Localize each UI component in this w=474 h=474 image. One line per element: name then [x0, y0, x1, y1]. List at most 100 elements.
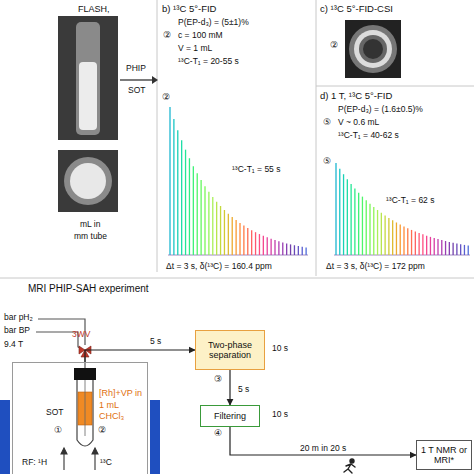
- fid-peak: [430, 237, 431, 255]
- fid-peak: [377, 210, 378, 255]
- edge-label: 5 s: [150, 337, 161, 347]
- fid-peak: [335, 163, 336, 255]
- annotation-label: SOT: [46, 408, 63, 418]
- fid-peak: [267, 237, 268, 255]
- runner-body: [344, 464, 355, 473]
- fid-peak: [212, 197, 213, 255]
- annotation-label: mL in: [80, 220, 100, 230]
- runner-head: [350, 459, 354, 463]
- csi-image: [345, 20, 401, 78]
- fid-peak: [403, 226, 404, 255]
- fid-peak: [339, 169, 340, 255]
- annotation-label: ④: [214, 428, 222, 438]
- image-background: [58, 16, 118, 140]
- flow-arrow: [230, 427, 416, 455]
- fid-peak: [366, 200, 367, 255]
- annotation-label: PHIP: [126, 64, 146, 74]
- annotation-label: mm tube: [74, 232, 107, 242]
- edge-label: 5 s: [238, 385, 249, 395]
- fid-peak: [388, 218, 389, 255]
- annotation-label: ③: [214, 374, 222, 384]
- tube-signal: [64, 157, 112, 205]
- annotation-label: 9.4 T: [4, 340, 23, 350]
- divider: [0, 278, 474, 279]
- annotation-label: V ~ 0.6 mL: [338, 118, 379, 128]
- fid-peak: [286, 243, 287, 255]
- arrow-line: [120, 79, 152, 80]
- tube-signal: [76, 22, 100, 135]
- fid-peak: [384, 215, 385, 255]
- annotation-label: SOT: [128, 86, 145, 96]
- ring-center: [363, 39, 383, 59]
- annotation-label: ②: [163, 30, 171, 40]
- fid-peak: [350, 184, 351, 255]
- annotation-label: ¹³C-T₁ = 62 s: [386, 196, 434, 206]
- rf-arrow-head: [61, 448, 67, 454]
- annotation-label: ¹³C-T₁ = 20-55 s: [178, 57, 239, 67]
- annotation-label: ②: [162, 92, 170, 102]
- tube-cap: [74, 368, 96, 380]
- annotation-label: ②: [98, 425, 106, 435]
- fid-peak: [373, 207, 374, 255]
- ring-outer: [349, 25, 397, 73]
- rf-arrow: [63, 452, 64, 470]
- runner-icon: [344, 459, 355, 473]
- liquid-signal: [70, 163, 106, 199]
- fid-peak: [358, 193, 359, 255]
- fid-peak: [185, 150, 186, 255]
- fid-peak: [169, 107, 170, 255]
- fid-peak: [204, 186, 205, 255]
- fid-peak: [282, 242, 283, 255]
- fid-peak: [235, 220, 236, 255]
- fid-peak: [255, 232, 256, 255]
- fid-peak: [392, 220, 393, 255]
- annotation-label: Δt = 3 s, δ(¹³C) = 160.4 ppm: [166, 262, 272, 272]
- fid-peak: [302, 247, 303, 255]
- fid-peak: [411, 230, 412, 255]
- fid-peak: [422, 234, 423, 255]
- fid-peak: [354, 189, 355, 255]
- image-background: [58, 150, 118, 212]
- fid-peak: [216, 202, 217, 255]
- annotation-label: ⑤: [323, 156, 331, 166]
- rf-arrows: [61, 448, 98, 470]
- fid-peak: [441, 240, 442, 255]
- annotation-label: V = 1 mL: [178, 44, 212, 54]
- fid-peak: [189, 158, 190, 255]
- node-text: Two-phase separation: [196, 340, 264, 361]
- fid-peak: [278, 241, 279, 255]
- fid-peak: [468, 246, 469, 255]
- annotation-label: MRI PHIP-SAH experiment: [28, 283, 149, 295]
- fid-peak: [449, 242, 450, 255]
- fid-peak: [434, 238, 435, 255]
- annotation-label: Δt = 3 s, δ(¹³C) = 172 ppm: [326, 262, 425, 272]
- fid-peak: [400, 225, 401, 255]
- node-text: Filtering: [214, 411, 246, 421]
- annotation-label: RF: ¹H: [22, 458, 47, 468]
- fid-peak: [173, 119, 174, 255]
- annotation-label: 10 s: [272, 410, 288, 420]
- divider: [316, 0, 317, 276]
- divider: [316, 86, 474, 87]
- magnet-pole: [0, 400, 10, 474]
- liquid-signal: [79, 62, 97, 130]
- annotation-label: P(EP-d₃) = (5±1)%: [178, 18, 249, 28]
- fid-peak: [362, 197, 363, 255]
- annotation-label: ②: [330, 40, 338, 50]
- annotation-label: ①: [54, 425, 62, 435]
- fid-peak: [228, 214, 229, 255]
- fid-peak: [232, 217, 233, 255]
- annotation-label: c = 100 mM: [178, 31, 223, 41]
- mri-tube-image: [58, 16, 118, 140]
- annotation-label: 3WV: [72, 330, 90, 340]
- fid-peak: [426, 236, 427, 255]
- annotation-label: ¹³C: [100, 458, 112, 468]
- ring-bright: [354, 30, 392, 68]
- process-box: Filtering: [200, 405, 260, 427]
- fid-peak: [259, 234, 260, 255]
- fid-peak: [347, 179, 348, 255]
- spectrum-series: [168, 107, 308, 255]
- fid-peak: [437, 239, 438, 255]
- dividers: [0, 0, 474, 278]
